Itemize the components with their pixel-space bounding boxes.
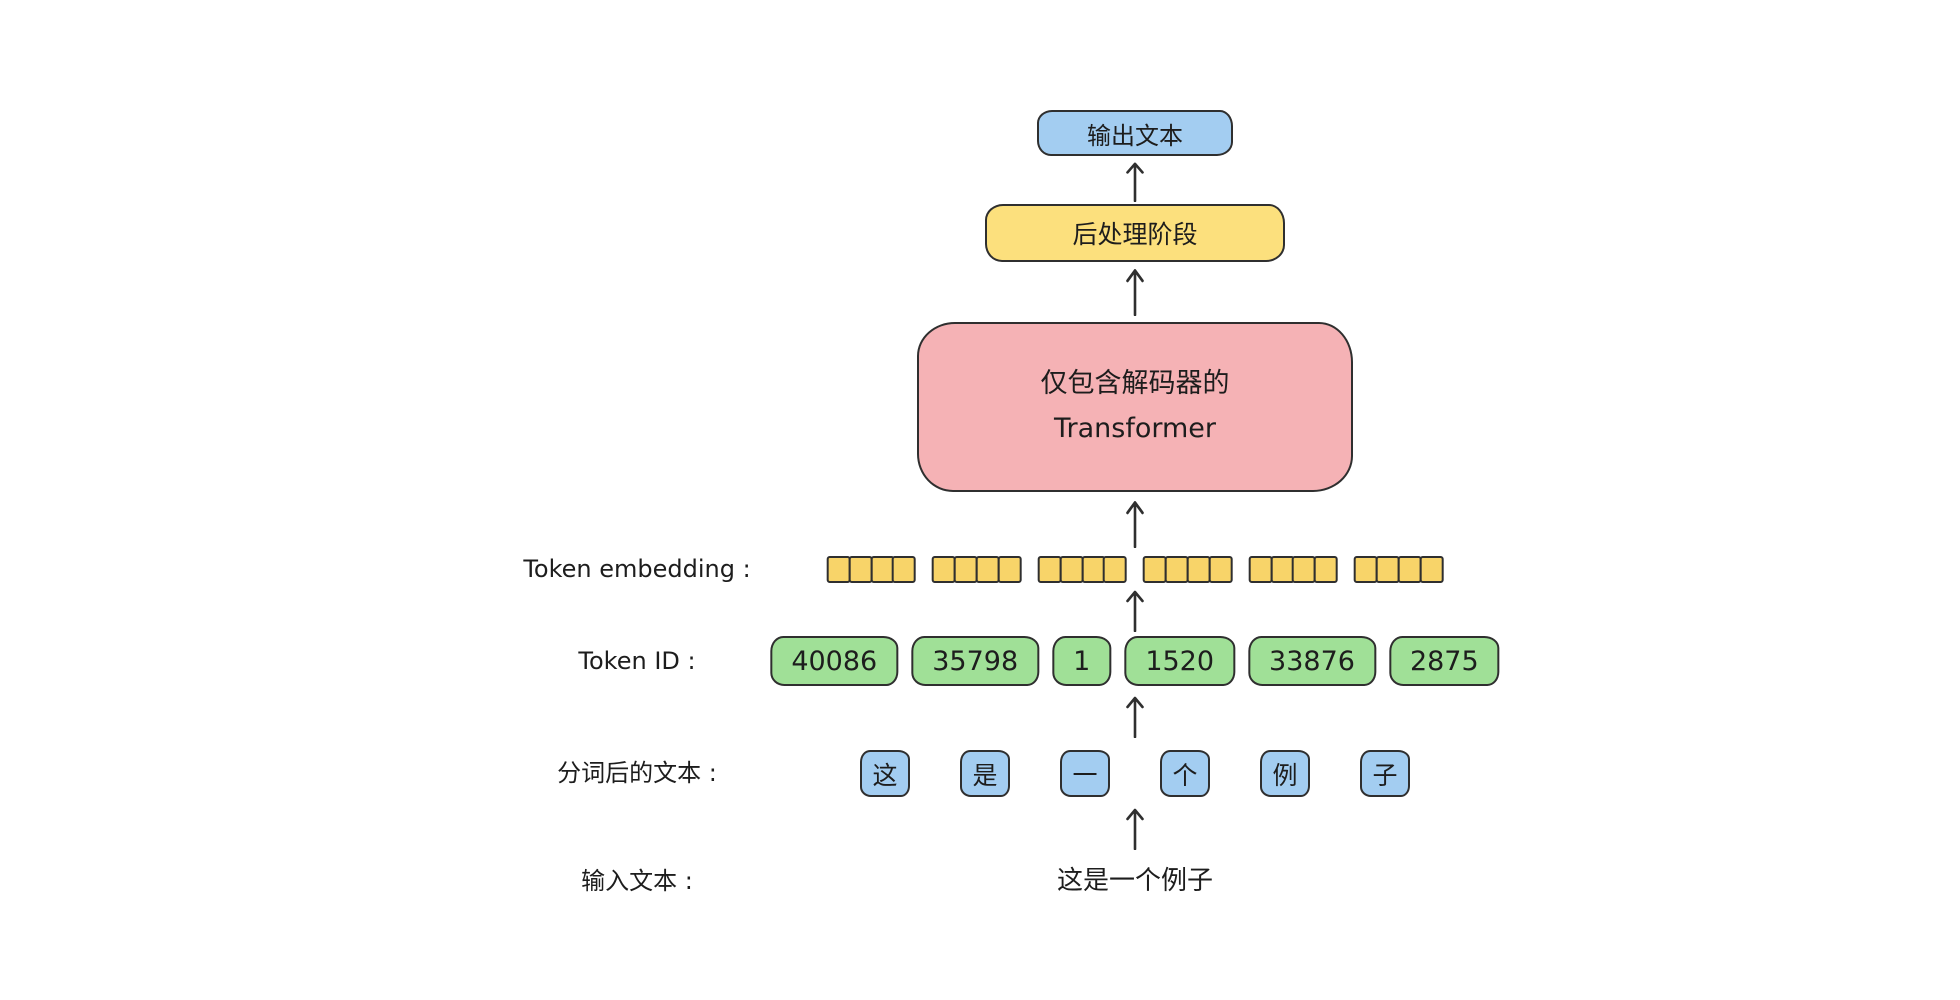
embedding-square — [1037, 556, 1062, 583]
postprocess-label: 后处理阶段 — [1072, 220, 1198, 249]
arrow-up-icon — [1126, 590, 1144, 632]
token-char-box: 例 — [1260, 750, 1310, 797]
token-id-box: 35798 — [911, 636, 1040, 686]
token-id-box: 1 — [1052, 636, 1112, 686]
embedding-square — [1208, 556, 1233, 583]
embedding-square — [1103, 556, 1127, 583]
embedding-square — [826, 556, 851, 583]
embedding-square — [975, 556, 1000, 583]
postprocess-box: 后处理阶段 — [985, 204, 1285, 262]
transformer-label-line2: Transformer — [1053, 413, 1216, 444]
embedding-group — [932, 556, 1022, 583]
token-char-box: 一 — [1060, 750, 1110, 797]
embedding-square — [1164, 556, 1189, 583]
embedding-square — [848, 556, 873, 583]
embedding-square — [953, 556, 978, 583]
embedding-group — [1353, 556, 1444, 583]
embedding-square — [1397, 556, 1422, 583]
embedding-square — [1419, 556, 1444, 583]
embedding-square — [1375, 556, 1400, 583]
arrow-up-icon — [1126, 501, 1144, 548]
embedding-group — [1143, 556, 1233, 583]
embedding-square — [1313, 556, 1338, 583]
embedding-square — [1081, 556, 1106, 583]
arrow-up-icon — [1126, 808, 1144, 850]
input-text: 这是一个例子 — [1056, 866, 1214, 896]
output-text-label: 输出文本 — [1087, 121, 1183, 150]
token-char-box: 是 — [960, 750, 1010, 797]
token-char-box: 个 — [1160, 750, 1210, 797]
transformer-label-line1: 仅包含解码器的 — [1040, 368, 1230, 400]
embedding-square — [1186, 556, 1211, 583]
embedding-row-label: Token embedding : — [523, 555, 751, 583]
token-char-box: 这 — [860, 750, 910, 797]
embedding-group — [1248, 556, 1338, 583]
output-text-box: 输出文本 — [1037, 110, 1233, 156]
embedding-square — [892, 556, 917, 583]
token-id-box: 1520 — [1124, 636, 1236, 686]
embedding-square — [870, 556, 895, 583]
token-id-box: 33876 — [1248, 636, 1376, 686]
token-id-row-label: Token ID : — [578, 647, 696, 675]
transformer-box: 仅包含解码器的 Transformer — [917, 322, 1353, 492]
arrow-up-icon — [1126, 162, 1144, 202]
input-row-label: 输入文本 : — [581, 867, 693, 895]
token-id-box: 40086 — [770, 636, 899, 686]
transformer-label: 仅包含解码器的 Transformer — [1041, 362, 1230, 451]
embedding-square — [1292, 556, 1317, 583]
embedding-square — [1248, 556, 1273, 583]
embedding-square — [1353, 556, 1378, 583]
arrow-up-icon — [1126, 696, 1144, 738]
embedding-square — [932, 556, 957, 583]
embedding-square — [1059, 556, 1084, 583]
embedding-row — [826, 556, 1444, 583]
tokenized-row: 这是一个例子 — [860, 750, 1410, 797]
embedding-square — [997, 556, 1022, 583]
token-char-box: 子 — [1360, 750, 1410, 797]
embedding-square — [1270, 556, 1295, 583]
embedding-square — [1143, 556, 1167, 583]
tokenized-row-label: 分词后的文本 : — [557, 759, 717, 787]
arrow-up-icon — [1126, 269, 1144, 316]
embedding-group — [826, 556, 917, 583]
token-id-box: 2875 — [1388, 636, 1500, 686]
embedding-group — [1037, 556, 1127, 583]
